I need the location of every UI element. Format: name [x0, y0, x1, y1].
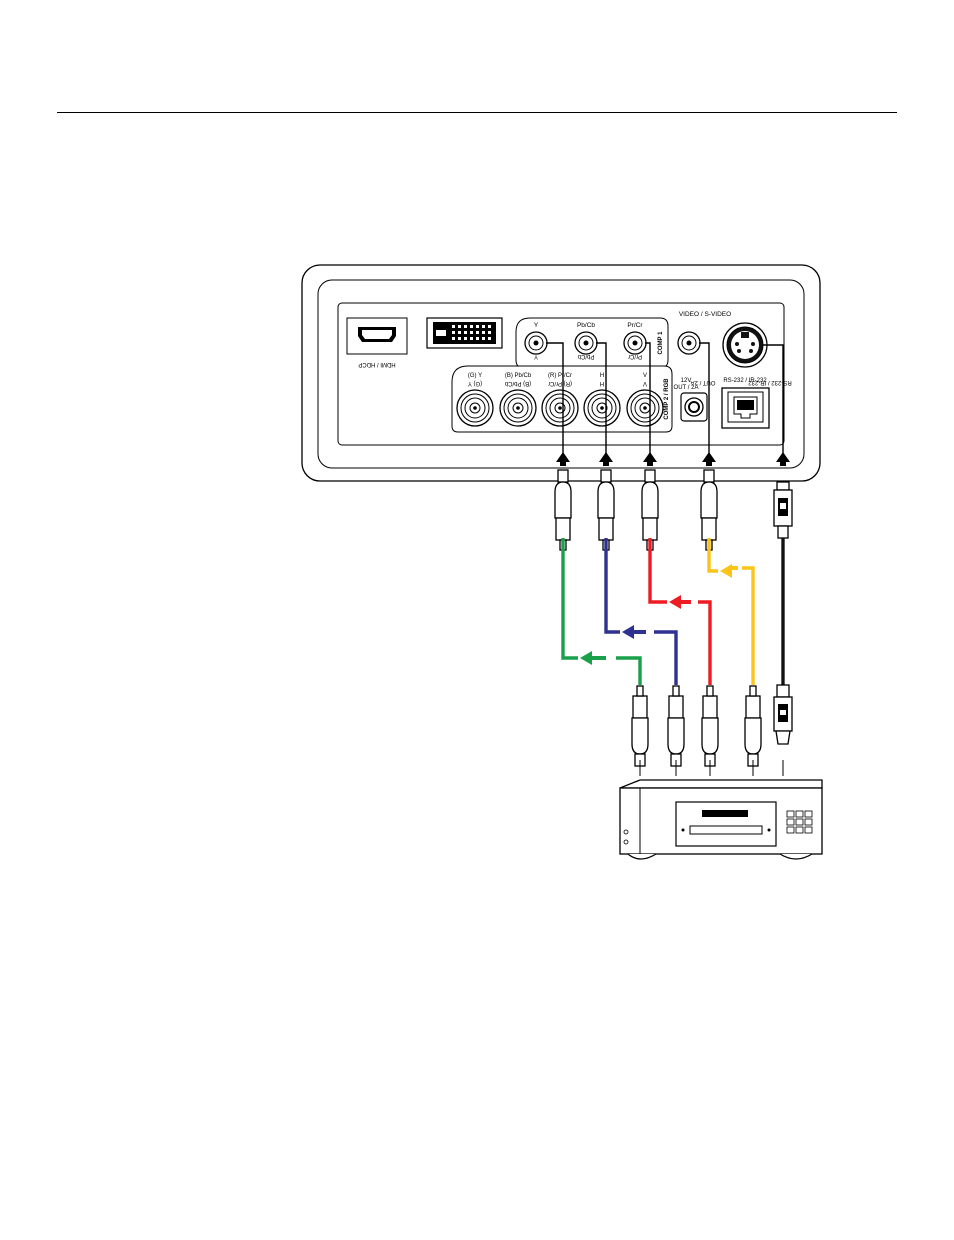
- comp2-label: COMP 2 / RGB: [664, 378, 670, 420]
- comp2-v-flip-label: V: [643, 380, 647, 386]
- lower-rca-y-plug: [632, 686, 648, 766]
- comp2-r-flip-label: (R) Pr/Cr: [548, 380, 572, 386]
- video-cable-lower: [742, 568, 753, 685]
- comp2-b-bnc[interactable]: [500, 390, 536, 426]
- comp2-r-label: (R) Pr/Cr: [548, 373, 572, 379]
- video-cable: [709, 538, 718, 571]
- pb-cable: [606, 538, 620, 632]
- comp2-v-bnc[interactable]: [627, 390, 663, 426]
- comp1-y-label: Y: [534, 322, 539, 329]
- arrow-left-blue-icon: [622, 625, 634, 639]
- rs232-flip-label: RS-232 / IR-232: [748, 379, 792, 385]
- disc-tray: [690, 826, 762, 834]
- dvi-port: [427, 318, 502, 348]
- arrow-left-red-icon: [669, 595, 681, 609]
- comp1-pr-jack[interactable]: [624, 332, 646, 354]
- comp1-pb-label: Pb/Cb: [577, 322, 595, 329]
- comp2-group: (G) Y (B) Pb/Cb (R) Pr/Cr H V (G) Y (B) …: [452, 366, 672, 432]
- comp1-label: COMP 1: [658, 331, 664, 355]
- hdmi-label: HDMI / HDCP: [358, 361, 395, 367]
- comp2-h-flip-label: H: [600, 380, 604, 386]
- comp2-b-label: (B) Pb/Cb: [505, 373, 532, 379]
- pb-cable-lower: [654, 632, 676, 685]
- display-window: [702, 810, 748, 817]
- arrow-left-yellow-icon: [720, 564, 732, 578]
- comp2-h-label: H: [600, 373, 604, 379]
- upper-svideo-plug: [774, 482, 792, 538]
- svideo-port[interactable]: [723, 323, 767, 367]
- lower-rca-pr-plug: [702, 686, 718, 766]
- comp2-g-bnc[interactable]: [457, 390, 493, 426]
- front-panel-buttons: [787, 811, 812, 833]
- lower-svideo-plug: [774, 685, 792, 744]
- comp2-r-bnc[interactable]: [542, 390, 578, 426]
- video-label: VIDEO / S-VIDEO: [679, 311, 731, 318]
- video-jack[interactable]: [678, 332, 700, 354]
- comp2-h-bnc[interactable]: [584, 390, 620, 426]
- lower-rca-pb-plug: [668, 686, 684, 766]
- comp1-pr-flip-label: Pr/Cr: [628, 353, 642, 359]
- trigger-flip-label: OUT / 2A: [691, 379, 716, 385]
- pr-cable-lower: [698, 602, 710, 685]
- header-rule: [57, 112, 897, 113]
- lower-rca-video-plug: [745, 686, 761, 766]
- comp1-pb-flip-label: Pb/Cb: [577, 353, 594, 359]
- dvd-player-source: [620, 780, 822, 859]
- y-cable: [563, 538, 578, 658]
- trigger-12v-label: 12V: [681, 378, 692, 384]
- y-cable-lower: [616, 658, 640, 685]
- comp2-g-flip-label: (G) Y: [468, 380, 482, 386]
- direction-arrows: [580, 564, 738, 665]
- comp1-pb-jack[interactable]: [575, 332, 597, 354]
- comp2-g-label: (G) Y: [468, 373, 482, 379]
- cables: [563, 538, 783, 685]
- comp2-b-flip-label: (B) Pb/Cb: [504, 380, 531, 386]
- comp2-v-label: V: [643, 373, 647, 379]
- comp1-y-flip-label: Y: [534, 353, 538, 359]
- arrow-left-green-icon: [580, 651, 592, 665]
- comp1-y-jack[interactable]: [525, 332, 547, 354]
- comp1-pr-label: Pr/Cr: [627, 322, 643, 329]
